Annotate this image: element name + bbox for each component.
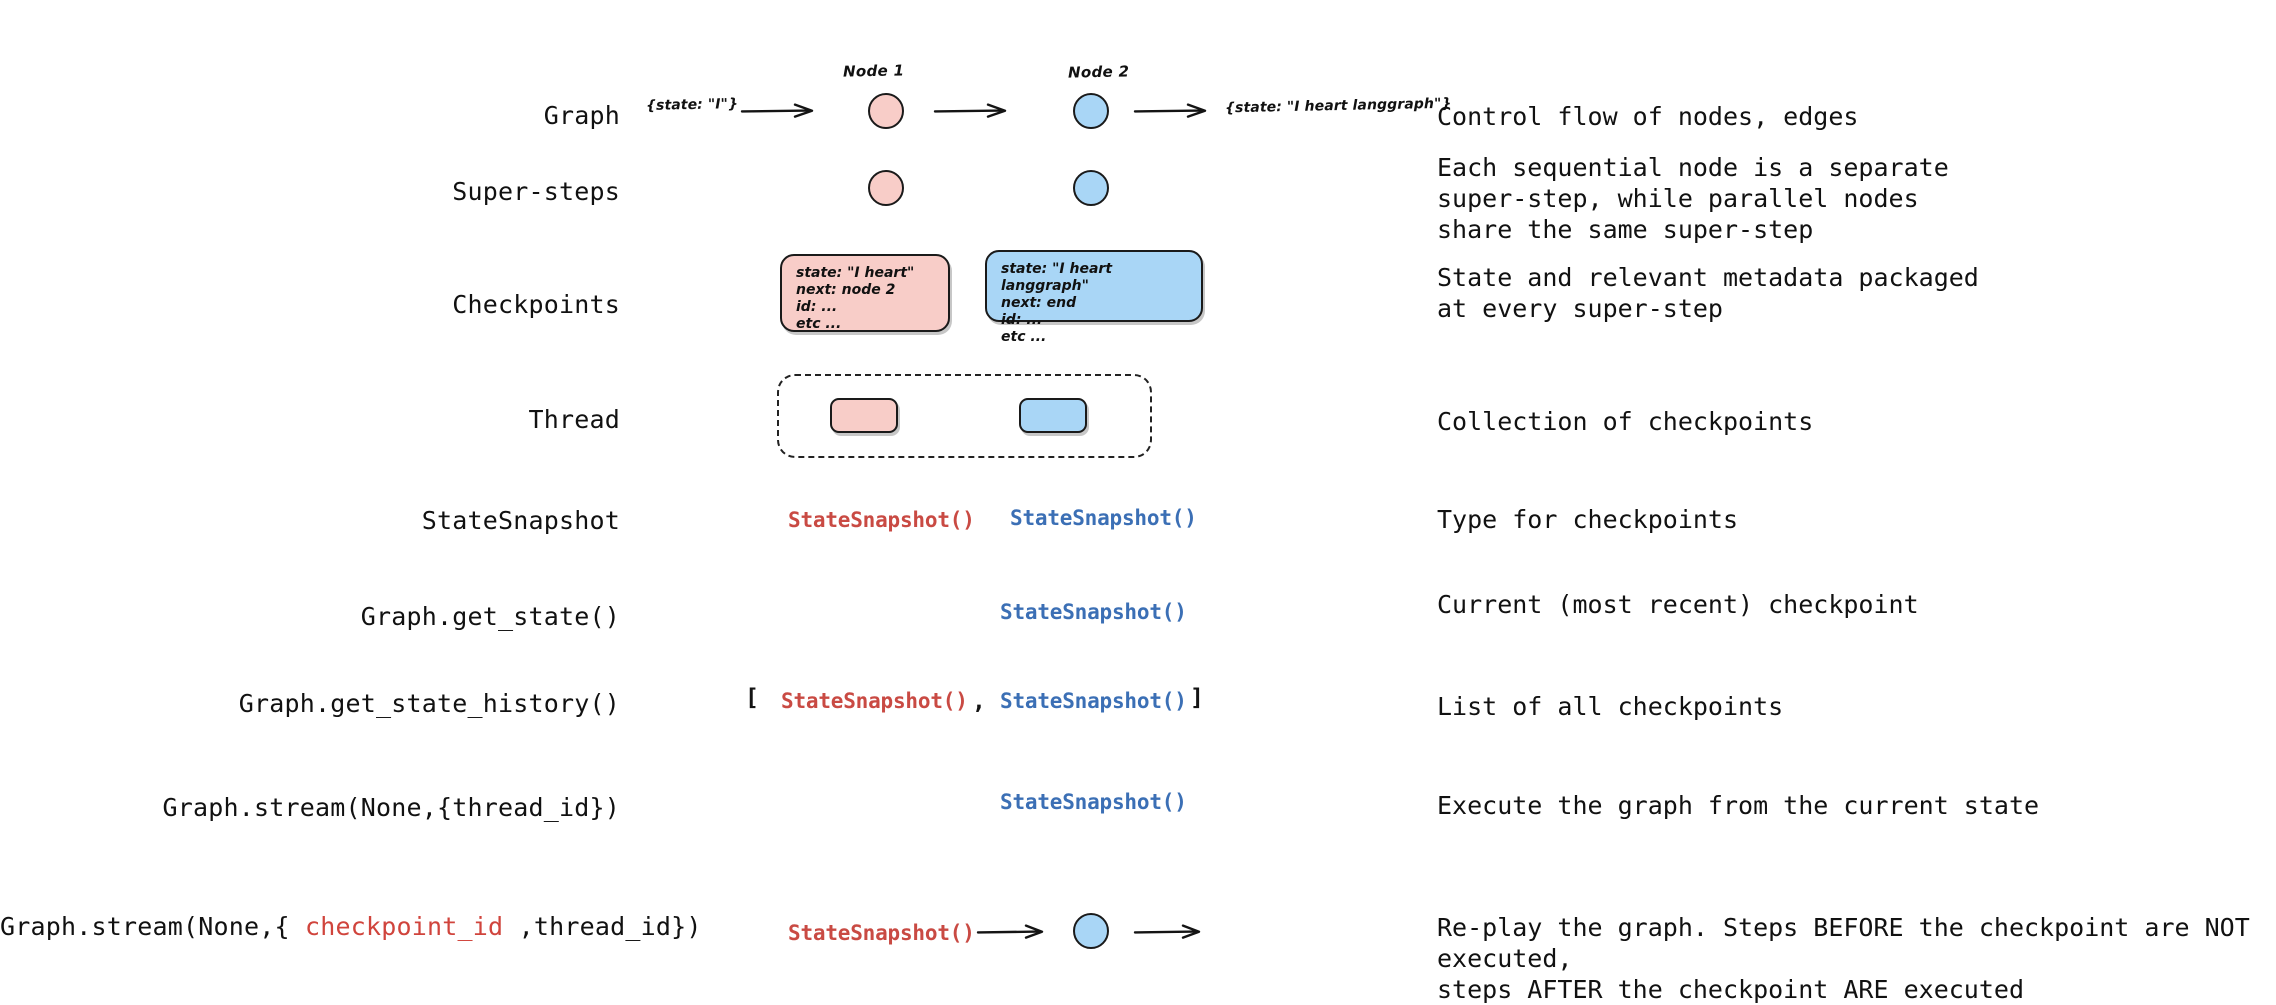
row-desc-statesnapshot: Type for checkpoints [1437,505,1739,534]
graph-output-state-text: {state: "I heart langgraph"} [1224,95,1452,117]
row-desc-get-state-history: List of all checkpoints [1437,692,1784,721]
super-step-node1-circle [868,170,904,206]
node1-circle [868,93,904,129]
row-label-get-state-history: Graph.get_state_history() [238,689,620,718]
row-desc-get-state: Current (most recent) checkpoint [1437,590,1919,619]
row-desc-thread: Collection of checkpoints [1437,407,1814,436]
row-label-statesnapshot: StateSnapshot [421,506,620,535]
stream-checkpoint-prefix: Graph.stream(None,{ [0,912,306,941]
row-label-stream-thread: Graph.stream(None,{thread_id}) [162,793,620,822]
thread-checkpoint-pink [830,398,898,433]
replay-snapshot-token: StateSnapshot() [788,921,975,945]
stream-checkpoint-accent: checkpoint_id [305,912,504,941]
get-state-snapshot-token: StateSnapshot() [1000,600,1187,624]
row-desc-stream-checkpoint: Re-play the graph. Steps BEFORE the chec… [1437,913,2250,1004]
row-label-thread: Thread [528,405,620,434]
arrow-input-to-node1 [740,103,820,118]
row-label-graph: Graph [543,101,620,130]
arrow-replay-node-to-end [1133,924,1213,939]
list-bracket-close: ] [1190,685,1204,711]
node2-label: Node 2 [1067,62,1130,82]
statesnapshot-token-blue: StateSnapshot() [1010,506,1197,530]
graph-input-state-text: {state: "I"} [645,96,739,114]
checkpoint-card-pink: state: "I heart" next: node 2 id: ... et… [780,254,950,332]
row-desc-checkpoints: State and relevant metadata packaged at … [1437,263,1979,323]
node2-circle [1073,93,1109,129]
checkpoint-card-blue: state: "I heart langgraph" next: end id:… [985,250,1203,345]
row-desc-graph: Control flow of nodes, edges [1437,102,1859,131]
history-snapshot-token-blue: StateSnapshot() [1000,689,1187,713]
row-label-super-steps: Super-steps [452,177,620,206]
row-desc-stream-thread: Execute the graph from the current state [1437,791,2040,820]
history-snapshot-token-pink: StateSnapshot() [781,689,968,713]
list-comma: , [972,689,986,715]
arrow-node1-to-node2 [933,103,1013,118]
row-label-stream-checkpoint: Graph.stream(None,{ checkpoint_id ,threa… [0,912,701,941]
list-bracket-open: [ [745,685,759,711]
statesnapshot-token-pink: StateSnapshot() [788,508,975,532]
stream-checkpoint-suffix: ,thread_id}) [503,912,702,941]
row-desc-super-steps: Each sequential node is a separate super… [1437,153,1949,244]
arrow-node2-to-output [1133,103,1213,118]
node1-label: Node 1 [842,61,905,81]
thread-dashed-box [777,374,1152,458]
thread-checkpoint-blue [1019,398,1087,433]
row-label-get-state: Graph.get_state() [360,602,620,631]
row-label-checkpoints: Checkpoints [452,290,620,319]
super-step-node2-circle [1073,170,1109,206]
stream-thread-snapshot-token: StateSnapshot() [1000,790,1187,814]
arrow-replay-to-node [976,924,1056,939]
replay-node2-circle [1073,913,1109,949]
